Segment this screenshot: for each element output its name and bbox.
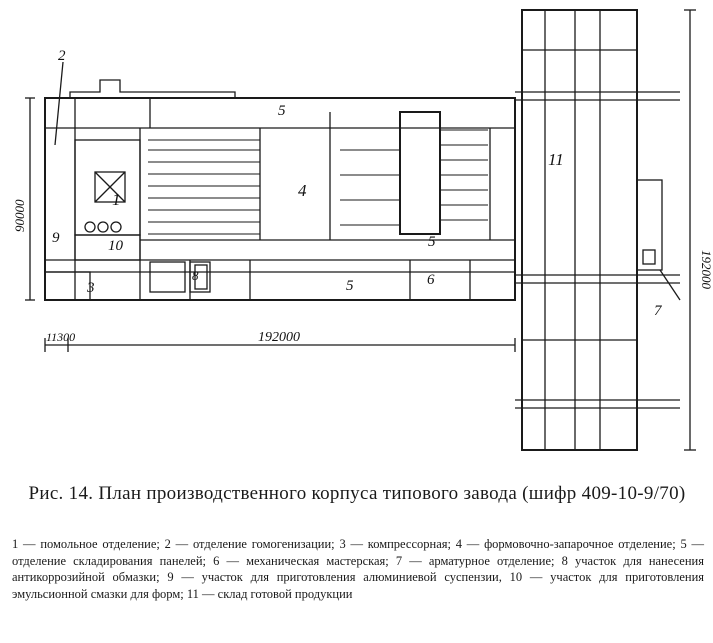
label-area-2: 2: [58, 48, 66, 64]
legend-item: 1 — помольное отделение;: [12, 537, 160, 551]
label-area-1: 1: [112, 190, 121, 209]
factory-plan-drawing: 2 1 3 4 5 5 5 6 7 8 9 10 11 90000 192000…: [12, 9, 713, 451]
label-area-9: 9: [52, 230, 60, 246]
label-area-7: 7: [654, 303, 663, 319]
legend-item: 10 — участок для приготовления эмульсион…: [12, 570, 705, 601]
legend-item: 7 — арматурное отделение;: [395, 553, 555, 568]
legend-item: 3 — компрессорная;: [339, 537, 451, 551]
legend-item: 5 — отделение складирования панелей;: [12, 537, 704, 568]
legend-item: 2 — отделение гомогенизации;: [164, 537, 335, 551]
figure-legend: 1 — помольное отделение; 2 — отделение г…: [12, 536, 704, 602]
label-area-10: 10: [108, 238, 124, 254]
legend-item: 4 — формовочно-запарочное отделение;: [455, 537, 676, 551]
dimension-height-left: 90000: [12, 199, 27, 232]
legend-item: 9 — участок для приготовления алюминиево…: [167, 570, 502, 584]
dimension-offset-left: 11300: [46, 330, 75, 344]
legend-item: 8 участок для нанесения антикоррозийной …: [12, 553, 704, 585]
label-area-8: 8: [192, 268, 199, 283]
label-area-5-right: 5: [428, 234, 436, 250]
label-area-4: 4: [298, 181, 307, 200]
label-area-11: 11: [548, 150, 564, 169]
dimension-width-bottom: 192000: [258, 330, 300, 345]
dimension-height-right: 192000: [699, 250, 713, 290]
label-area-6: 6: [427, 272, 435, 288]
label-area-3: 3: [86, 280, 95, 296]
label-area-5-top: 5: [278, 103, 286, 119]
figure-caption: Рис. 14. План производственного корпуса …: [28, 483, 686, 504]
label-area-5-bottom: 5: [346, 278, 354, 294]
legend-item: 11 — склад готовой продукции: [186, 586, 353, 601]
legend-item: 6 — механическая мастерская;: [213, 553, 389, 568]
